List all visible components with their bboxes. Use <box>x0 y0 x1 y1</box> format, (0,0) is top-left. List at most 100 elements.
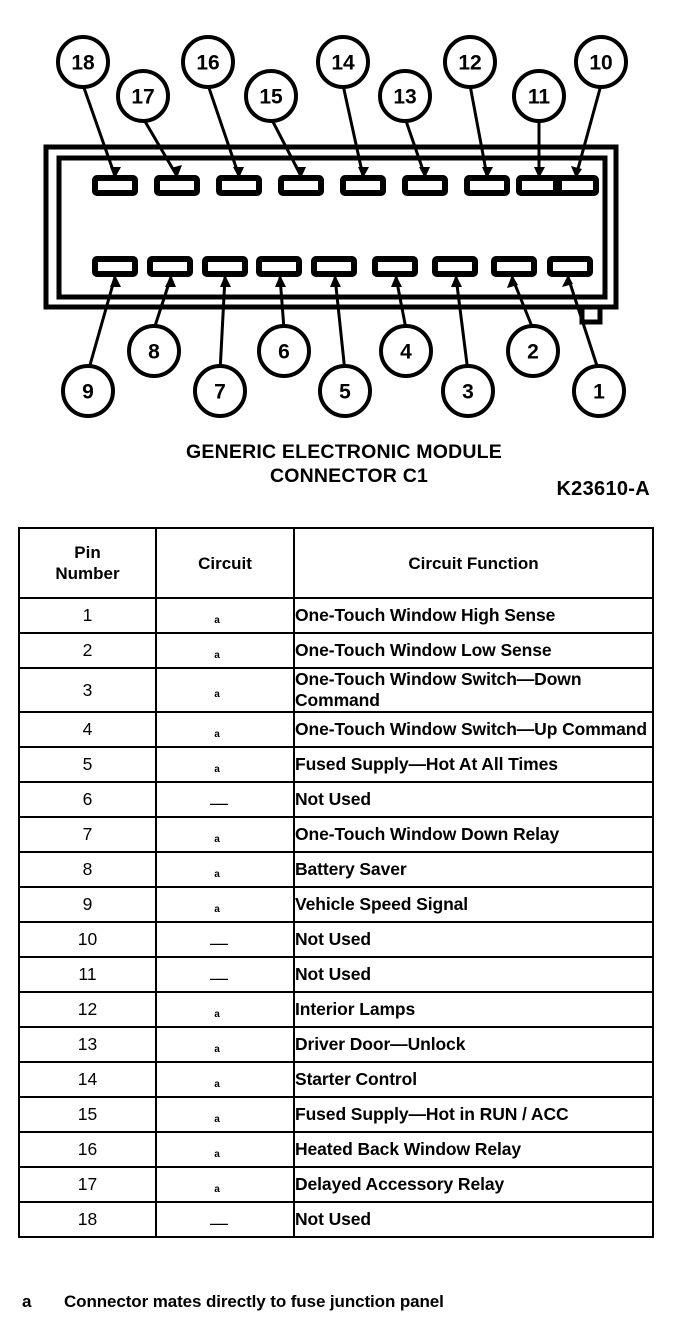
callout-circle-12 <box>443 35 497 89</box>
callout-label-7: 7 <box>214 381 226 404</box>
callout-circle-8 <box>127 324 181 378</box>
callout-circle-13 <box>378 69 432 123</box>
circuit-footnote-marker: a <box>214 1183 220 1195</box>
cell-circuit: a <box>155 1026 295 1063</box>
callout-circle-2 <box>506 324 560 378</box>
circuit-not-used-dash: — <box>210 1213 228 1233</box>
cell-pin-number: 16 <box>18 1131 157 1168</box>
cell-circuit-function: Not Used <box>293 921 654 958</box>
cell-circuit-function: Fused Supply—Hot At All Times <box>293 746 654 783</box>
cell-circuit-function: Battery Saver <box>293 851 654 888</box>
footnote-marker: a <box>22 1292 32 1311</box>
circuit-footnote-marker: a <box>214 649 220 661</box>
callout-label-6: 6 <box>278 341 290 364</box>
callout-circle-10 <box>574 35 628 89</box>
cell-pin-number: 14 <box>18 1061 157 1098</box>
cell-circuit: — <box>155 781 295 818</box>
cell-pin-number: 7 <box>18 816 157 853</box>
cell-circuit: a <box>155 991 295 1028</box>
table-row: 7 a One-Touch Window Down Relay <box>18 816 654 853</box>
cell-pin-number: 10 <box>18 921 157 958</box>
callout-label-16: 16 <box>196 52 219 75</box>
cell-pin-number: 9 <box>18 886 157 923</box>
callout-label-3: 3 <box>462 381 474 404</box>
cell-circuit-function: Vehicle Speed Signal <box>293 886 654 923</box>
callout-label-9: 9 <box>82 381 94 404</box>
connector-illustration: 18 17 16 15 14 13 12 11 10 9 8 7 6 5 <box>43 35 628 418</box>
cell-circuit: a <box>155 816 295 853</box>
column-header-pin-number-line1: Pin <box>74 543 101 562</box>
cell-circuit-function: Fused Supply—Hot in RUN / ACC <box>293 1096 654 1133</box>
callout-label-17: 17 <box>131 86 154 109</box>
callout-circle-4 <box>379 324 433 378</box>
column-header-pin-number-line2: Number <box>55 564 120 583</box>
callout-label-5: 5 <box>339 381 351 404</box>
cell-circuit: a <box>155 667 295 713</box>
table-row: 11—Not Used <box>18 956 654 993</box>
callout-label-15: 15 <box>259 86 283 109</box>
cell-circuit-function: Delayed Accessory Relay <box>293 1166 654 1203</box>
callout-circle-16 <box>181 35 235 89</box>
cell-circuit-function: Interior Lamps <box>293 991 654 1028</box>
cell-circuit: — <box>155 921 295 958</box>
callout-circle-11 <box>512 69 566 123</box>
cell-pin-number: 1 <box>18 597 157 634</box>
cell-circuit: a <box>155 711 295 748</box>
circuit-footnote-marker: a <box>214 728 220 740</box>
circuit-not-used-dash: — <box>210 793 228 813</box>
cell-circuit-function: One-Touch Window Down Relay <box>293 816 654 853</box>
connector-keying-tab <box>579 307 603 325</box>
callout-circle-18 <box>56 35 110 89</box>
callout-bubbles-top: 18 17 16 15 14 13 12 11 10 <box>56 35 628 123</box>
table-row: 6—Not Used <box>18 781 654 818</box>
cell-circuit: a <box>155 1166 295 1203</box>
cell-circuit: a <box>155 746 295 783</box>
callout-label-1: 1 <box>593 381 605 404</box>
cell-circuit: a <box>155 632 295 669</box>
diagram-title-line2: CONNECTOR C1 <box>269 465 429 487</box>
callout-label-12: 12 <box>458 52 481 75</box>
cell-circuit-function: Not Used <box>293 781 654 818</box>
callout-label-13: 13 <box>393 86 416 109</box>
callout-label-2: 2 <box>527 341 539 364</box>
cell-circuit-function: One-Touch Window Switch—Down Command <box>293 667 654 713</box>
table-header-row: Pin Number Circuit Circuit Function <box>18 527 654 599</box>
callout-circle-9 <box>61 364 115 418</box>
callout-circle-5 <box>318 364 372 418</box>
diagram-title: GENERIC ELECTRONIC MODULE CONNECTOR C1 <box>0 440 688 488</box>
cell-circuit: a <box>155 1096 295 1133</box>
connector-outer-shell <box>43 144 619 310</box>
cell-pin-number: 3 <box>18 667 157 713</box>
circuit-footnote-marker: a <box>214 614 220 626</box>
callout-circle-15 <box>244 69 298 123</box>
cell-pin-number: 18 <box>18 1201 157 1238</box>
callout-circle-3 <box>441 364 495 418</box>
cell-circuit-function: Heated Back Window Relay <box>293 1131 654 1168</box>
cell-pin-number: 2 <box>18 632 157 669</box>
cell-circuit-function: Driver Door—Unlock <box>293 1026 654 1063</box>
pin-slots-bottom-row <box>92 256 593 277</box>
callout-circle-7 <box>193 364 247 418</box>
callout-circle-6 <box>257 324 311 378</box>
callout-label-10: 10 <box>589 52 612 75</box>
cell-circuit: — <box>155 1201 295 1238</box>
circuit-footnote-marker: a <box>214 833 220 845</box>
cell-circuit-function: One-Touch Window Switch—Up Command <box>293 711 654 748</box>
circuit-not-used-dash: — <box>210 933 228 953</box>
cell-circuit: a <box>155 597 295 634</box>
circuit-footnote-marker: a <box>214 763 220 775</box>
cell-pin-number: 13 <box>18 1026 157 1063</box>
column-header-circuit: Circuit <box>155 527 295 599</box>
cell-pin-number: 12 <box>18 991 157 1028</box>
callout-label-14: 14 <box>331 52 355 75</box>
